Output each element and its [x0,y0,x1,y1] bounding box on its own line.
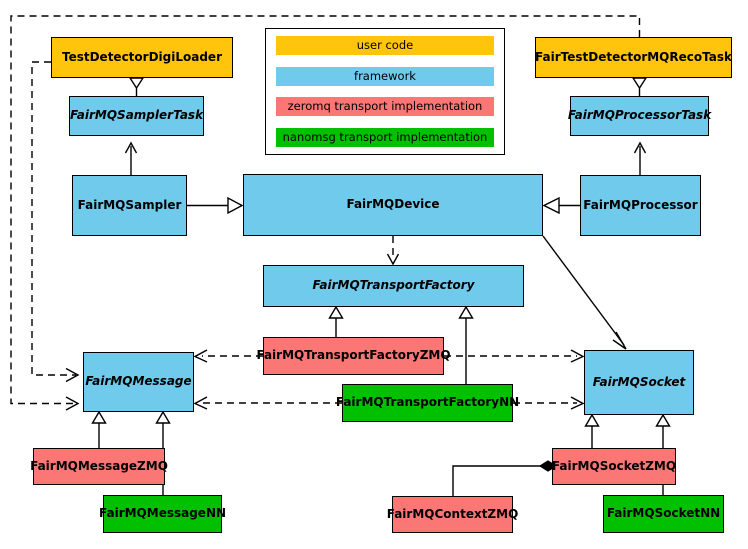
legend: user code framework zeromq transport imp… [265,28,505,155]
class-node-fair-mq-message-nn[interactable]: FairMQMessageNN [99,495,226,533]
class-node-fair-mq-processor[interactable]: FairMQProcessor [580,175,701,236]
legend-item-zeromq: zeromq transport implementation [276,97,494,117]
edge-recotask-processortask [631,77,648,96]
legend-item-nanomsg: nanomsg transport implementation [276,127,494,147]
edge-device-socket [542,235,627,350]
edge-sampler-device [187,196,244,215]
class-node-fair-mq-sampler-task[interactable]: FairMQSamplerTask [69,96,204,136]
class-node-fair-mq-transport-factory-nn[interactable]: FairMQTransportFactoryNN [336,384,519,422]
edge-processor-device [542,196,580,215]
class-node-fair-mq-message[interactable]: FairMQMessage [83,352,194,412]
class-node-fair-mq-sampler[interactable]: FairMQSampler [72,175,187,236]
class-node-fair-mq-device[interactable]: FairMQDevice [243,174,543,236]
edge-socketzmq-socket [584,413,600,448]
legend-item-user-code: user code [276,36,494,55]
class-node-fair-test-detector-mq-reco-task[interactable]: FairTestDetectorMQRecoTask [535,37,732,78]
edge-tfnn-socket [513,396,585,410]
edge-digiloader-message [31,61,80,383]
edge-recotask-message [10,15,641,411]
edge-sampler-samplertask [124,141,138,175]
edge-tfnn-transportfactory [458,305,474,384]
class-node-fair-mq-socket-nn[interactable]: FairMQSocketNN [603,495,724,533]
edge-messagezmq-message [91,410,107,448]
legend-item-framework: framework [276,66,494,86]
class-node-fair-mq-socket-zmq[interactable]: FairMQSocketZMQ [552,448,676,485]
edge-contextzmq-socketzmq [452,460,558,496]
edge-digiloader-samplertask [128,77,145,96]
class-node-fair-mq-transport-factory[interactable]: FairMQTransportFactory [263,265,524,307]
class-node-fair-mq-transport-factory-zmq[interactable]: FairMQTransportFactoryZMQ [256,337,451,375]
edge-tfzmq-message [193,349,263,363]
class-node-fair-mq-context-zmq[interactable]: FairMQContextZMQ [387,496,518,533]
edge-tfnn-message [193,396,342,410]
edge-tfzmq-transportfactory [328,305,344,337]
class-node-test-detector-digi-loader[interactable]: TestDetectorDigiLoader [51,37,233,78]
class-node-fair-mq-message-zmq[interactable]: FairMQMessageZMQ [30,448,168,485]
edge-tfzmq-socket [444,349,585,363]
class-node-fair-mq-processor-task[interactable]: FairMQProcessorTask [568,96,711,136]
edge-device-transportfactory [386,236,400,266]
class-node-fair-mq-socket[interactable]: FairMQSocket [584,350,694,415]
edge-processor-processortask [633,141,647,175]
